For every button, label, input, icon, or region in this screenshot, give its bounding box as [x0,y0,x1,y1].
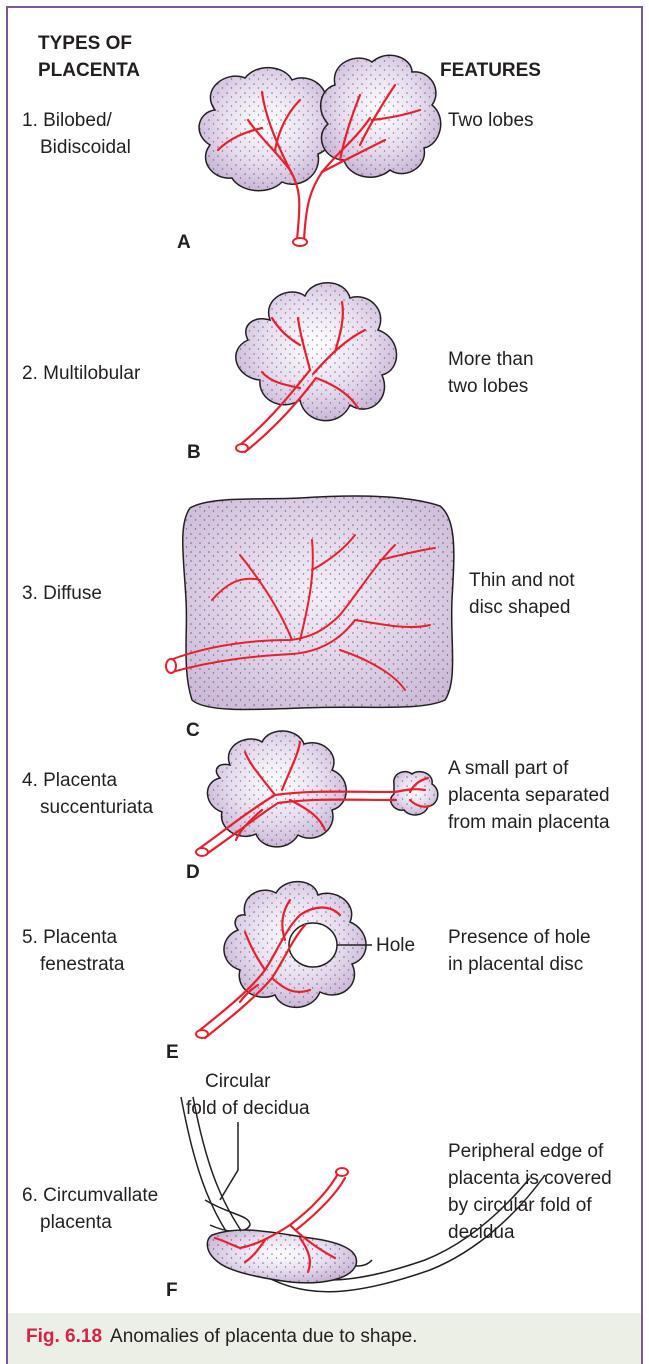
diffuse-placenta [166,496,454,709]
type-4-line1: 4. Placenta [22,767,117,794]
label-a: A [177,232,191,254]
feature-3-line2: disc shaped [469,594,570,621]
multilobular-placenta [236,283,397,452]
figure-number: Fig. 6.18 [26,1326,102,1347]
feature-2-line1: More than [448,346,534,373]
type-6-line1: 6. Circumvallate [22,1182,158,1209]
types-header-line1: TYPES OF [38,30,132,57]
feature-4-line1: A small part of [448,755,568,782]
succenturiate-placenta [196,731,438,856]
feature-6-line3: by circular fold of [448,1192,592,1219]
feature-1-line1: Two lobes [448,107,534,134]
label-d: D [186,862,200,884]
type-5-line2: fenestrata [40,951,125,978]
type-4-line2: succenturiata [40,794,153,821]
feature-4-line3: from main placenta [448,809,610,836]
type-1-line1: 1. Bilobed/ [22,107,112,134]
fold-label-line1: Circular [205,1068,270,1095]
label-b: B [187,442,201,464]
feature-6-line4: decidua [448,1219,515,1246]
type-3-line1: 3. Diffuse [22,580,102,607]
feature-6-line2: placenta is covered [448,1165,612,1192]
fold-label-line2: fold of decidua [186,1095,310,1122]
label-f: F [166,1280,178,1302]
hole [289,923,337,967]
type-1-line2: Bidiscoidal [40,134,131,161]
label-e: E [166,1042,179,1064]
feature-5-line1: Presence of hole [448,924,591,951]
type-6-line2: placenta [40,1209,112,1236]
hole-label: Hole [376,932,415,959]
type-2-line1: 2. Multilobular [22,360,140,387]
feature-4-line2: placenta separated [448,782,610,809]
type-5-line1: 5. Placenta [22,924,117,951]
fenestrated-placenta [196,882,372,1038]
types-header-line2: PLACENTA [38,57,140,84]
feature-3-line1: Thin and not [469,567,575,594]
bilobed-placenta [199,55,441,246]
feature-2-line2: two lobes [448,373,528,400]
label-c: C [186,720,200,742]
figure-caption-text: Anomalies of placenta due to shape. [110,1326,417,1347]
feature-6-line1: Peripheral edge of [448,1138,603,1165]
figure-caption: Fig. 6.18 Anomalies of placenta due to sh… [26,1326,417,1348]
features-header: FEATURES [440,57,541,84]
feature-5-line2: in placental disc [448,951,583,978]
